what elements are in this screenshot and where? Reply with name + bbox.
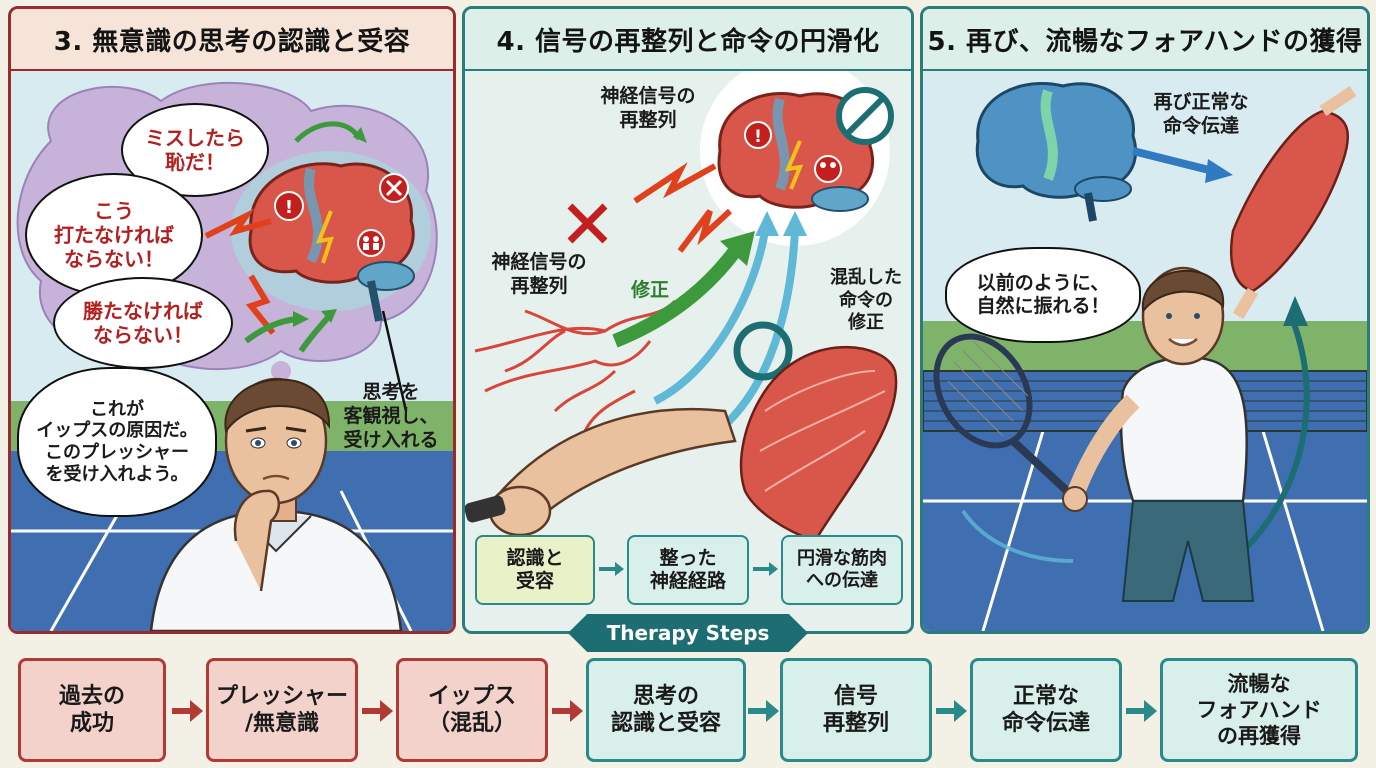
exclamation-icon: ! (744, 121, 772, 149)
step-arrow-icon (362, 700, 393, 722)
step-yips: イップス （混乱） (396, 658, 548, 762)
tennis-player (1062, 266, 1255, 602)
lightning-icon (784, 140, 804, 190)
panel-4-title: 4. 信号の再整列と命令の円滑化 (465, 9, 911, 71)
step-arrow-icon (936, 700, 967, 722)
muscle-icon (739, 346, 898, 543)
flow-neural-path: 整った 神経経路 (627, 535, 749, 605)
ok-circle-icon (733, 321, 793, 381)
panel-4-scene: ! (465, 71, 911, 631)
lightning-icon (315, 210, 334, 264)
caption-objectify: 思考を 客観視し、 受け入れる (343, 381, 439, 451)
step-past-success: 過去の 成功 (18, 658, 166, 762)
svg-text:!: ! (754, 127, 762, 147)
muscle-icon (1229, 109, 1350, 293)
step-arrow-icon (172, 700, 203, 722)
label-fix: 修正 (630, 279, 669, 301)
panel-3-scene: ! (11, 71, 453, 631)
step-fluent-forehand: 流暢な フォアハンド の再獲得 (1160, 658, 1358, 762)
no-entry-icon (836, 87, 894, 145)
label-confused-command-fix: 混乱した 命令の 修正 (830, 267, 902, 333)
step-normal-command: 正常な 命令伝達 (970, 658, 1122, 762)
thought-katsu-bubble: 勝たなければ ならない！ (53, 277, 233, 369)
flow-recognition: 認識と 受容 (475, 535, 595, 605)
svg-text:!: ! (285, 197, 293, 218)
label-signal-realign-left: 神経信号の 再整列 (491, 251, 587, 297)
step-recognition: 思考の 認識と受容 (586, 658, 746, 762)
close-icon (567, 203, 608, 244)
panel-5-scene: 再び正常な 命令伝達 以前のように、 自然に振れる！ (923, 71, 1367, 631)
therapy-steps-banner: Therapy Steps (568, 614, 808, 652)
panel-3-recognition: 3. 無意識の思考の認識と受容 ! (8, 6, 456, 634)
panel-5-illustration (923, 71, 1367, 631)
label-normal-command: 再び正常な 命令伝達 (1153, 91, 1249, 137)
flow-muscle-transmission: 円滑な筋肉 への伝達 (781, 535, 903, 605)
exclamation-icon: ! (274, 191, 304, 221)
people-icon (357, 229, 385, 257)
speech-bubble: 以前のように、 自然に振れる！ (945, 247, 1141, 343)
flow-arrow-icon (599, 562, 624, 576)
panel-5-title: 5. 再び、流暢なフォアハンドの獲得 (923, 9, 1367, 71)
thinking-man (149, 377, 403, 631)
brain-icon (975, 81, 1138, 222)
panel-5-reacquire: 5. 再び、流暢なフォアハンドの獲得 (920, 6, 1370, 634)
step-realign: 信号 再整列 (780, 658, 932, 762)
flow-arrow-icon (753, 562, 778, 576)
step-arrow-icon (748, 700, 779, 722)
step-arrow-icon (552, 700, 583, 722)
panel-4-realignment: 4. 信号の再整列と命令の円滑化 ! (462, 6, 914, 634)
panel-3-title: 3. 無意識の思考の認識と受容 (11, 9, 453, 71)
speech-bubble: これが イップスの原因だ。 このプレッシャー を受け入れよう。 (17, 367, 217, 517)
step-pressure: プレッシャー /無意識 (206, 658, 358, 762)
thought-miss-bubble: ミスしたら 恥だ！ (121, 103, 269, 197)
step-arrow-icon (1126, 700, 1157, 722)
close-icon (379, 173, 409, 203)
label-signal-realign-top: 神経信号の 再整列 (600, 85, 696, 131)
people-icon (814, 155, 842, 183)
